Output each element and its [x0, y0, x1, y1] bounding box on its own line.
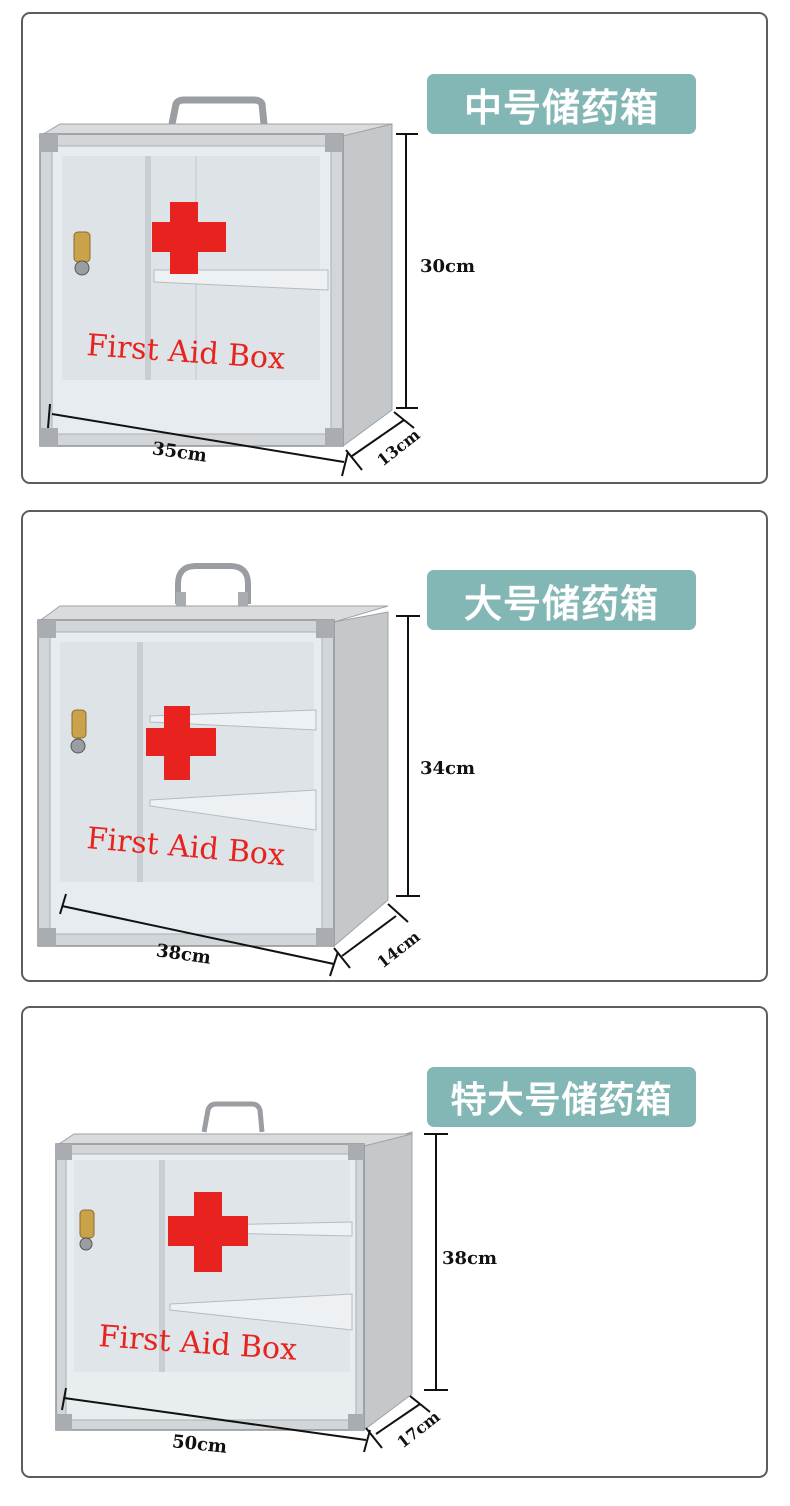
size-badge-large: 大号储药箱	[427, 570, 696, 630]
first-aid-box-medium-image: First Aid Box	[38, 96, 418, 477]
size-badge-medium: 中号储药箱	[427, 74, 696, 134]
height-label: 38cm	[442, 1248, 498, 1269]
size-badge-xlarge: 特大号储药箱	[427, 1067, 696, 1127]
height-label: 30cm	[420, 256, 476, 277]
first-aid-box-large-image: First Aid Box	[36, 563, 420, 977]
height-label: 34cm	[420, 758, 476, 779]
